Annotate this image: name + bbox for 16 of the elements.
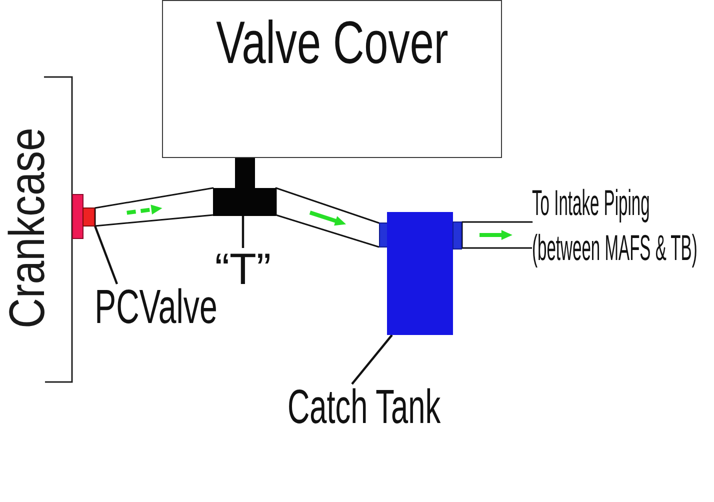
part-label: “T” [214, 248, 272, 292]
pcv-valve [72, 194, 95, 239]
hose [461, 221, 533, 249]
box-title: Valve Cover [216, 13, 448, 73]
valve-cover-box [162, 0, 502, 158]
part-label: PCValve [94, 284, 218, 332]
hose [94, 187, 214, 227]
part-label: Catch Tank [287, 384, 441, 432]
catch-tank [379, 212, 462, 335]
destination-label: To Intake Piping (between MAFS & TB) [532, 180, 708, 270]
hose [275, 187, 380, 248]
leader-line [242, 216, 244, 248]
leader-line [351, 334, 393, 385]
leader-line [94, 226, 118, 284]
t-fitting [213, 158, 276, 216]
vertical-label: Crankcase [2, 128, 52, 328]
